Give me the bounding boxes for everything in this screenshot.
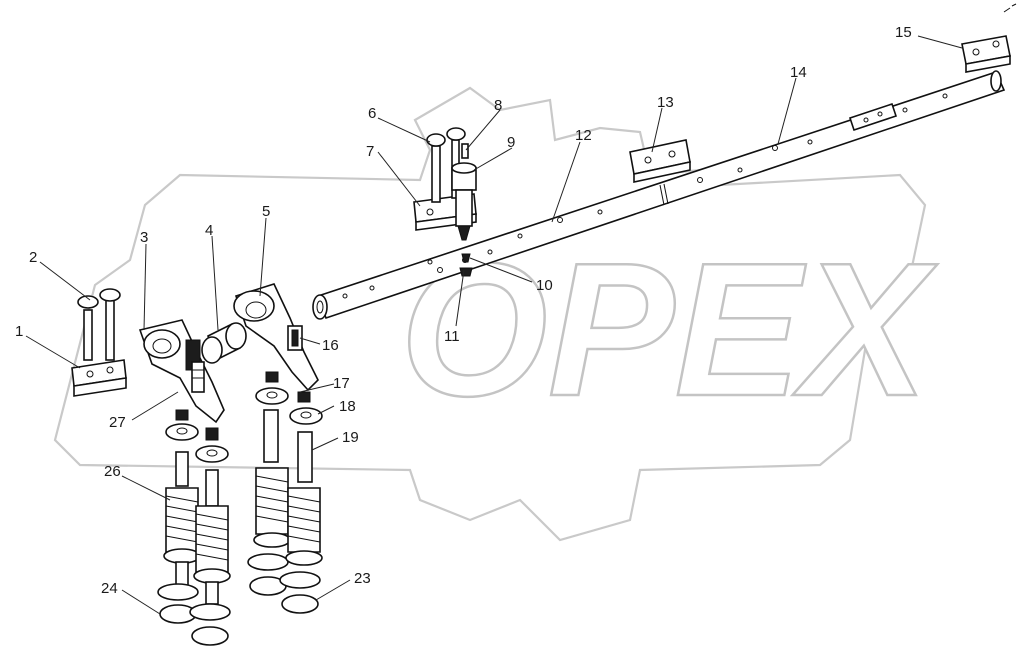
callout-26: 26 — [104, 463, 121, 480]
callout-7: 7 — [366, 143, 374, 160]
bolt-6 — [426, 133, 446, 203]
shaft-support-13 — [629, 139, 691, 183]
valve-set-left-front — [157, 409, 201, 624]
valve-set-left-rear — [189, 427, 231, 646]
callout-labels: 1 2 3 4 5 6 7 8 9 10 11 12 13 14 15 16 1… — [15, 24, 912, 597]
rocker-arm-3 — [138, 319, 225, 424]
callout-13: 13 — [657, 94, 674, 111]
callout-24: 24 — [101, 580, 118, 597]
injector-9 — [451, 162, 477, 241]
callout-6: 6 — [368, 105, 376, 122]
support-bolts-2 — [77, 288, 121, 361]
rocker-arm-5 — [233, 283, 319, 392]
callout-5: 5 — [262, 203, 270, 220]
corner-mark — [1003, 3, 1017, 13]
callout-9: 9 — [507, 134, 515, 151]
callout-18: 18 — [339, 398, 356, 415]
callout-19: 19 — [342, 429, 359, 446]
callout-10: 10 — [536, 277, 553, 294]
callout-27: 27 — [109, 414, 126, 431]
valve-set-right-rear — [279, 391, 323, 614]
leader-lines — [25, 35, 963, 615]
callout-1: 1 — [15, 323, 23, 340]
support-bracket-1 — [71, 359, 127, 397]
callout-15: 15 — [895, 24, 912, 41]
watermark-text: OPEX — [400, 224, 938, 436]
callout-14: 14 — [790, 64, 807, 81]
callout-11: 11 — [444, 328, 460, 345]
callout-16: 16 — [322, 337, 339, 354]
callout-4: 4 — [205, 222, 213, 239]
callout-8: 8 — [494, 97, 502, 114]
callout-3: 3 — [140, 229, 148, 246]
callout-12: 12 — [575, 127, 592, 144]
callout-17: 17 — [333, 375, 350, 392]
bushing-4 — [201, 322, 247, 364]
callout-2: 2 — [29, 249, 37, 266]
callout-23: 23 — [354, 570, 371, 587]
shaft-end-support-15 — [961, 35, 1011, 73]
rocker-shaft — [312, 70, 1006, 320]
